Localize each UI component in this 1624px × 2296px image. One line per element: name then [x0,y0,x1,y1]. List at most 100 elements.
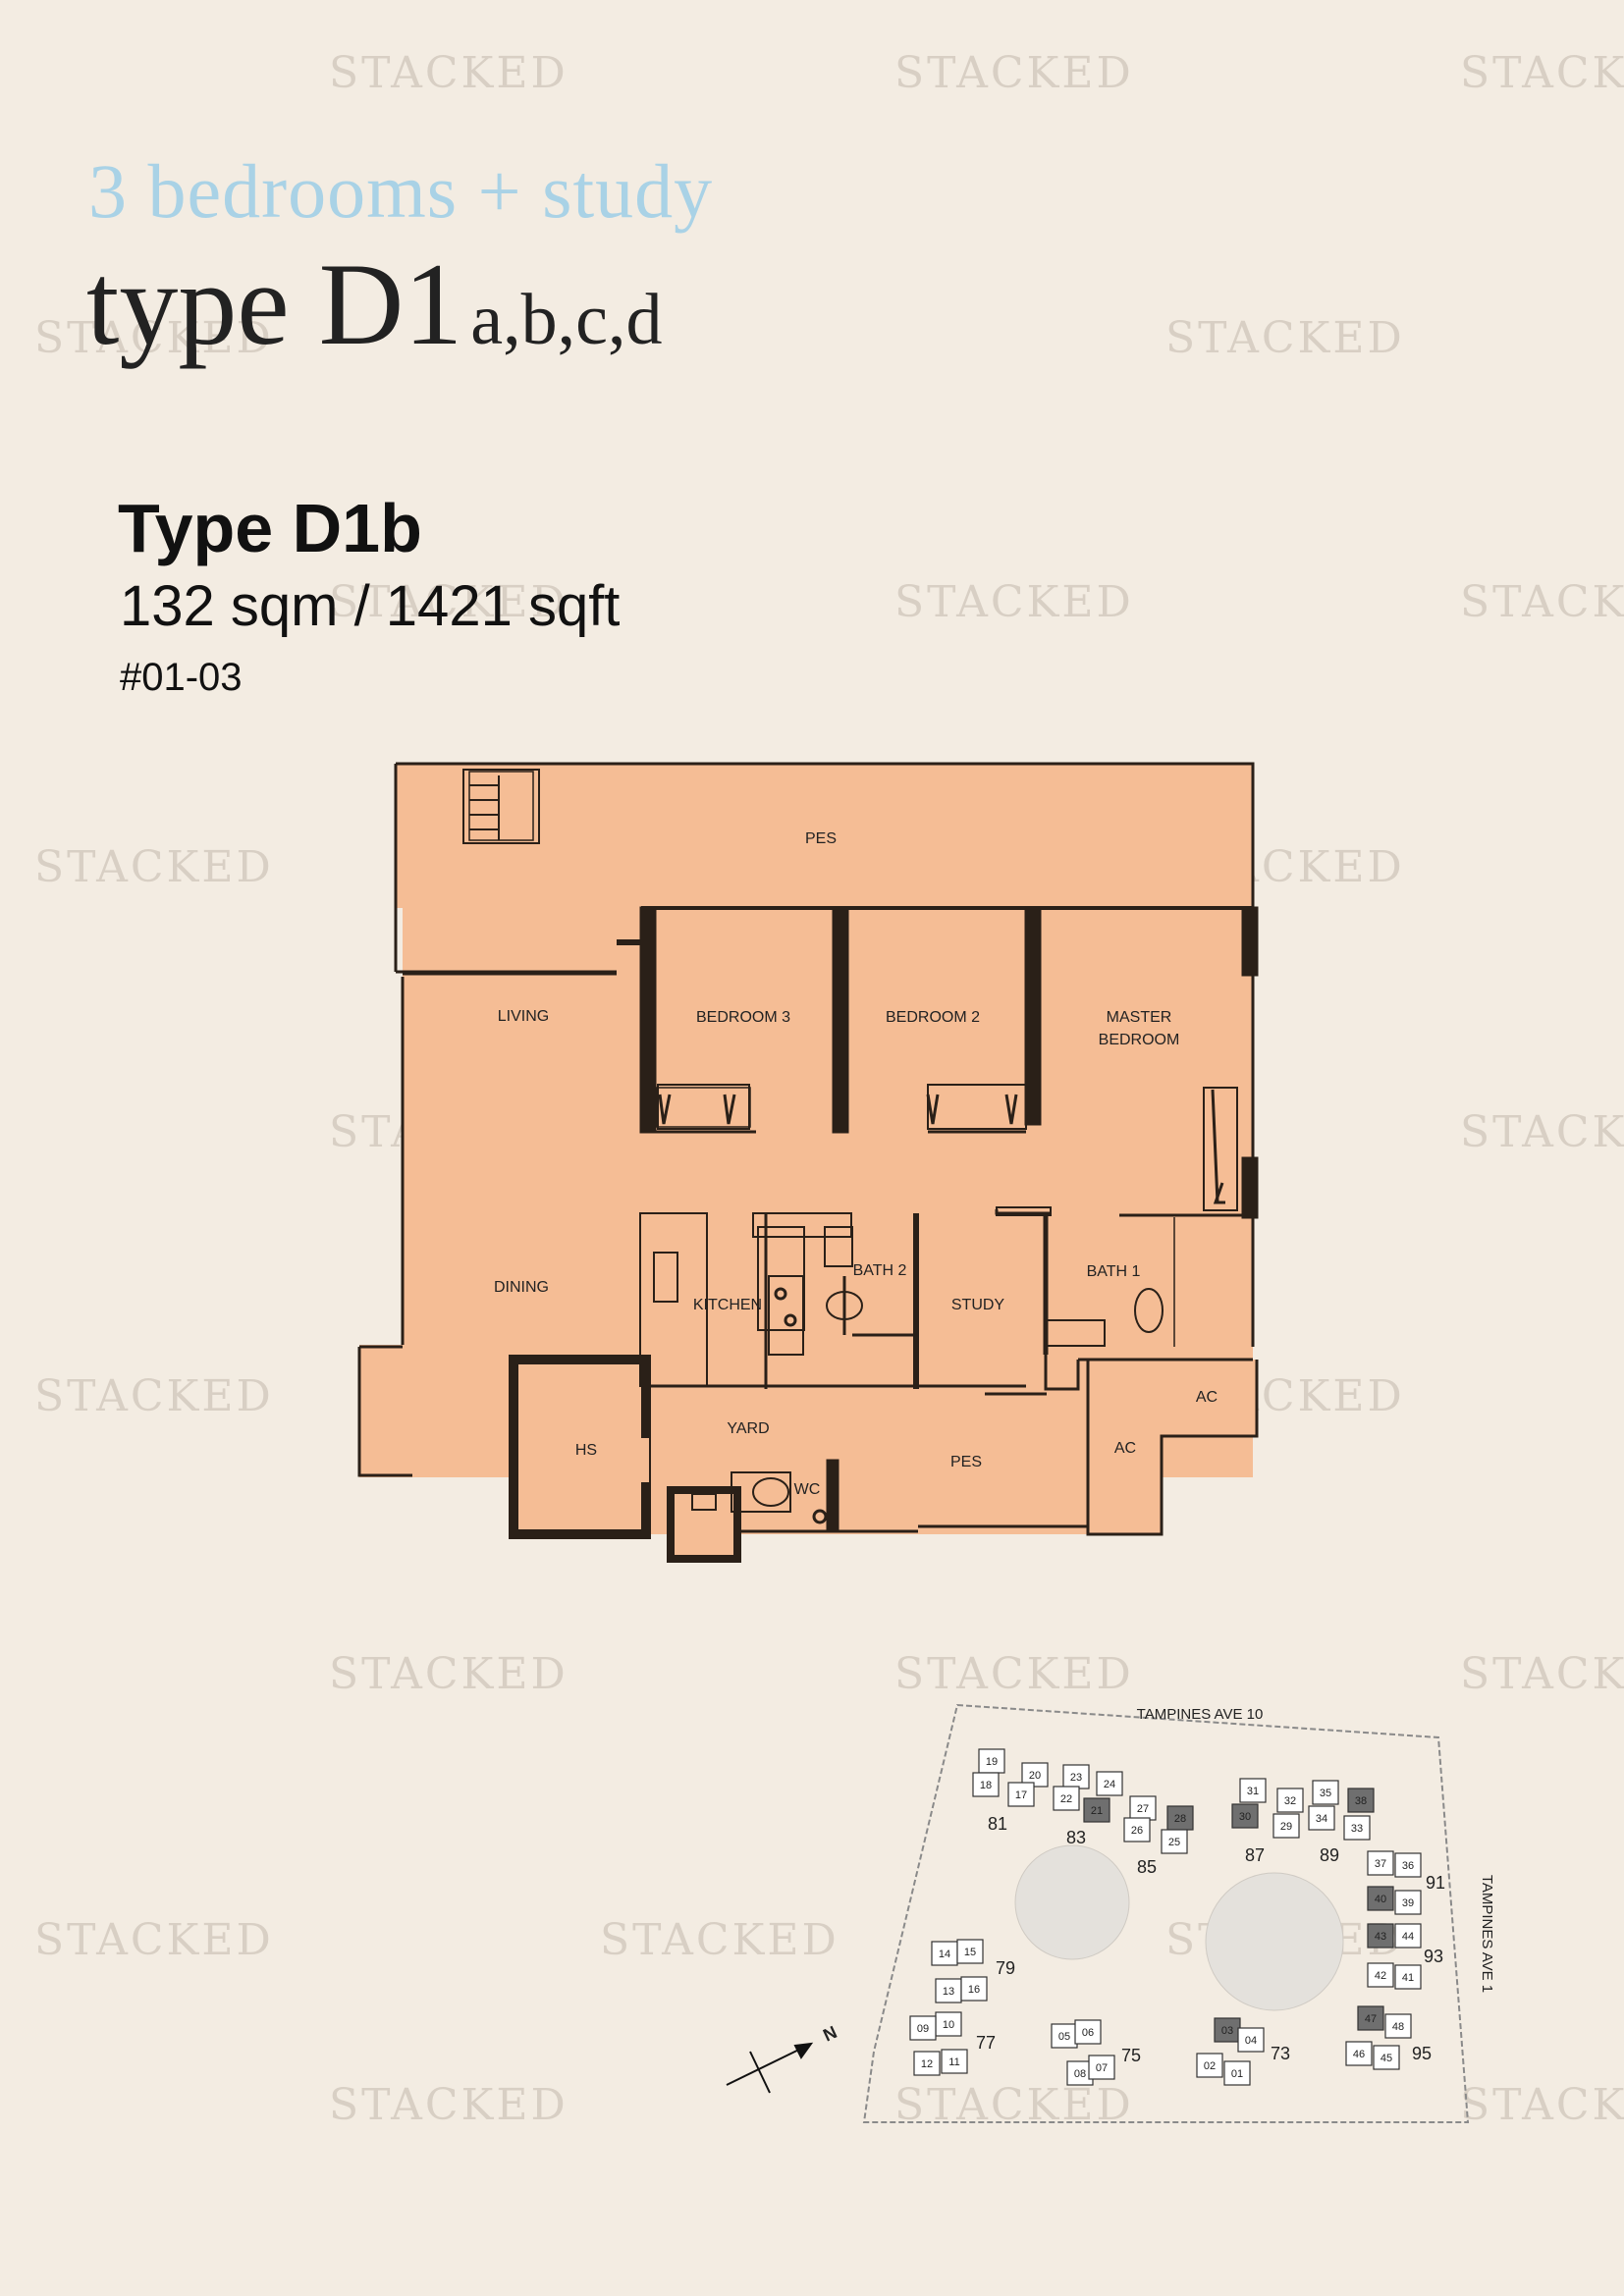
unit-number: 40 [1375,1894,1386,1905]
unit-number: 31 [1247,1786,1259,1797]
unit-square [1308,1805,1335,1831]
unit-square [1373,2045,1400,2070]
unit-number: 23 [1070,1772,1082,1784]
unit-number: 01 [1231,2068,1243,2080]
unit-number: 41 [1402,1972,1414,1984]
room-bedroom3: BEDROOM 3 [696,1009,790,1026]
unit-number: 37 [1375,1858,1386,1870]
unit-square [913,2051,941,2076]
room-wc: WC [794,1481,821,1498]
unit-square [1345,2041,1373,2066]
unit-number: 17 [1015,1789,1027,1801]
unit-number: 47 [1365,2013,1377,2025]
unit-square [1394,1890,1422,1915]
block-number: 73 [1271,2044,1290,2063]
block-number: 75 [1121,2046,1141,2065]
room-study: STUDY [951,1297,1005,1313]
unit-number: 32 [1284,1795,1296,1807]
unit-square [1074,2019,1102,2045]
unit-square [1239,1778,1267,1803]
unit-number: 15 [964,1947,976,1958]
watermark-text: STACKED [1460,1107,1624,1157]
unit-square [935,1978,962,2003]
unit-square [1062,1764,1090,1789]
site-boundary [862,1703,1470,2123]
room-bath1: BATH 1 [1087,1263,1141,1280]
unit-number: 42 [1375,1970,1386,1982]
room-bath2: BATH 2 [853,1262,907,1279]
unit-square [1394,1923,1422,1949]
unit-square [1367,1962,1394,1988]
block-number: 95 [1412,2044,1432,2063]
unit-square [1367,1850,1394,1876]
room-kitchen: KITCHEN [693,1297,762,1313]
unit-square [1276,1788,1304,1813]
room-yard: YARD [727,1420,769,1437]
unit-number: 25 [1168,1837,1180,1848]
block-number: 79 [996,1958,1015,1978]
block-number: 77 [976,2033,996,2053]
room-dining: DINING [494,1279,549,1296]
unit-number: 24 [1104,1779,1115,1790]
room-master-line2: BEDROOM [1099,1032,1180,1048]
room-labels: PES LIVING BEDROOM 3 BEDROOM 2 MASTER BE… [494,830,1218,1498]
walls [357,762,1259,1563]
unit-square [1394,1852,1422,1878]
unit-number: 29 [1280,1821,1292,1833]
watermark-text: STACKED [329,48,568,98]
unit-square [1161,1829,1188,1854]
watermark-text: STACKED [329,577,568,627]
unit-square [931,1941,958,1966]
watermark-text: STACKED [1460,1649,1624,1699]
unit-number: 05 [1058,2031,1070,2043]
unit-square [1367,1886,1394,1911]
bedroom-count-heading: 3 bedrooms + study [88,148,714,234]
block-number: 93 [1424,1947,1443,1966]
unit-square [1088,2055,1115,2080]
block-number: 83 [1066,1828,1086,1847]
block-number: 89 [1320,1845,1339,1865]
unit-number: 09 [917,2023,929,2035]
unit-number: 44 [1402,1931,1414,1943]
pool-left [1014,1844,1130,1960]
unit-square [1166,1805,1194,1831]
unit-number: 21 [1091,1805,1103,1817]
unit-square [1129,1795,1157,1821]
unit-square [960,1976,988,2002]
unit-number: 28 [1174,1813,1186,1825]
watermark-text: STACKED [1460,48,1624,98]
unit-square [1123,1817,1151,1842]
watermark-text: STACKED [1460,577,1624,627]
unit-square [1347,1788,1375,1813]
unit-square [1214,2017,1241,2043]
unit-square [1096,1771,1123,1796]
block-number: 85 [1137,1857,1157,1877]
room-ac1: AC [1196,1389,1218,1406]
unit-square [978,1748,1005,1774]
unit-number: 27 [1137,1803,1149,1815]
unit-number: 34 [1316,1813,1327,1825]
watermark-text: STACKED [34,1371,274,1421]
unit-square [972,1772,1000,1797]
unit-number: 16 [968,1984,980,1996]
unit-number: 46 [1353,2049,1365,2060]
unit-number: 39 [1402,1897,1414,1909]
unit-square [956,1939,984,1964]
unit-number: 36 [1402,1860,1414,1872]
unit-number: 22 [1060,1793,1072,1805]
unit-square [909,2015,937,2041]
unit-number: 43 [1375,1931,1386,1943]
watermark-text: STACKED [894,48,1134,98]
watermark-text: STACKED [894,577,1134,627]
unit-number: 19 [986,1756,998,1768]
unit-number: 45 [1380,2053,1392,2064]
unit-number: 20 [1029,1770,1041,1782]
unit-number: 30 [1239,1811,1251,1823]
room-pes-bottom: PES [950,1454,982,1470]
watermark-text: STACKED [1460,2080,1624,2130]
unit-type-label: Type D1b [118,490,422,566]
unit-square [1053,1786,1080,1811]
block-number: 91 [1426,1873,1445,1893]
